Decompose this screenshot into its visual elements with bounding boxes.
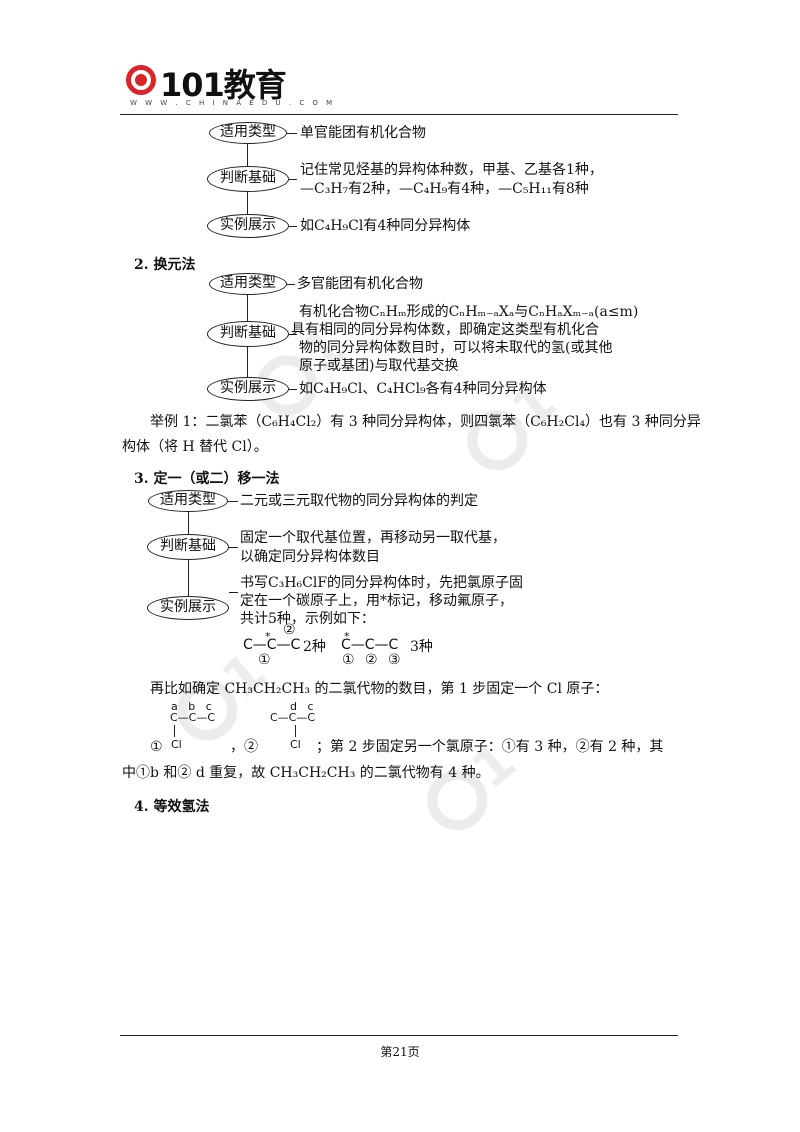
flow-label: 实例展示 [207, 214, 289, 238]
flow-text: 书写C₃H₆ClF的同分异构体时，先把氯原子固 [240, 575, 524, 591]
connector [289, 334, 297, 335]
flow-label: 判断基础 [207, 166, 289, 192]
example-line: 构体（将 H 替代 Cl）。 [122, 439, 268, 455]
substituent: Cl [290, 738, 301, 751]
isomer-count: 3种 [410, 639, 433, 655]
logo-subtitle: W W W . C H I N A E D U . C O M [130, 99, 336, 107]
flow-text: 记住常见烃基的异构体种数，甲基、乙基各1种， [300, 162, 603, 178]
connector [289, 226, 297, 227]
flow-text: 共计5种，示例如下： [240, 611, 375, 627]
position-label: ② [283, 622, 296, 638]
connector [229, 547, 238, 548]
connector [229, 592, 238, 593]
flow-text: 物的同分异构体数目时，可以将未取代的氢(或其他 [299, 340, 613, 356]
flow-text: 如C₄H₉Cl、C₄HCl₉各有4种同分异构体 [299, 381, 547, 397]
position-label: ② [365, 652, 378, 668]
position-letters: d c [290, 700, 314, 713]
section-heading: 3. 定一（或二）移一法 [134, 471, 280, 487]
flow-text: —C₃H₇有2种，—C₄H₉有4种，—C₅H₁₁有8种 [300, 181, 589, 197]
substituent: Cl [171, 738, 182, 751]
star-mark: * [344, 630, 350, 643]
flow-label: 判断基础 [207, 321, 289, 347]
example-line: 举例 1：二氯苯（C₆H₄Cl₂）有 3 种同分异构体，则四氯苯（C₆H₂Cl₄… [150, 414, 701, 430]
footer-divider [120, 1035, 678, 1036]
carbon-chain: C—C—C [341, 637, 399, 653]
paragraph: 中①b 和② d 重复，故 CH₃CH₂CH₃ 的二氯代物有 4 种。 [122, 765, 490, 781]
bond [295, 725, 296, 737]
molecule-number: ，② [230, 739, 258, 755]
flow-text: 多官能团有机化合物 [297, 276, 423, 292]
paragraph: ；第 2 步固定另一个氯原子：①有 3 种，②有 2 种，其 [316, 739, 664, 755]
connector [289, 389, 297, 390]
flow-label: 判断基础 [147, 534, 229, 560]
molecule-number: ① [150, 739, 163, 755]
flow-text: 单官能团有机化合物 [300, 125, 426, 141]
carbon-chain: C—C—C [270, 711, 316, 724]
flow-text: 具有相同的同分异构体数，即确定这类型有机化合 [291, 322, 599, 338]
flow-label: 适用类型 [209, 122, 287, 144]
logo-dot-icon [135, 74, 147, 86]
flow-label: 适用类型 [148, 490, 228, 512]
connector [287, 284, 295, 285]
flow-text: 原子或基团)与取代基交换 [299, 358, 459, 374]
logo-ring-icon [126, 65, 156, 95]
flow-text: 如C₄H₉Cl有4种同分异构体 [300, 218, 471, 234]
logo-text: 101教育 [160, 66, 287, 104]
carbon-chain: C—C—C [243, 637, 301, 653]
star-mark: * [265, 630, 271, 643]
flow-text: 定在一个碳原子上，用*标记，移动氟原子， [240, 593, 513, 609]
flow-text: 固定一个取代基位置，再移动另一取代基， [240, 530, 506, 546]
position-letters: a b c [171, 700, 212, 713]
flow-text: 以确定同分异构体数目 [240, 549, 380, 565]
section-heading: 4. 等效氢法 [134, 799, 210, 815]
flow-label: 适用类型 [209, 273, 287, 295]
position-label: ① [258, 652, 271, 668]
flow-text: 有机化合物CₙHₘ形成的CₙHₘ₋ₐXₐ与CₙHₐXₘ₋ₐ(a≤m) [299, 304, 639, 320]
flow-text: 二元或三元取代物的同分异构体的判定 [240, 493, 478, 509]
flow-label: 实例展示 [207, 377, 289, 401]
connector [289, 179, 297, 180]
position-label: ① [342, 652, 355, 668]
section-heading: 2. 换元法 [134, 257, 196, 273]
paragraph: 再比如确定 CH₃CH₂CH₃ 的二氯代物的数目，第 1 步固定一个 Cl 原子… [150, 681, 609, 697]
isomer-count: 2种 [303, 639, 326, 655]
position-label: ③ [388, 652, 401, 668]
connector [287, 133, 297, 134]
page-number: 第21页 [380, 1045, 420, 1059]
header-divider [120, 114, 678, 115]
bond [174, 725, 175, 737]
flow-label: 实例展示 [147, 596, 229, 620]
connector [228, 501, 238, 502]
carbon-chain: C—C—C [170, 711, 216, 724]
